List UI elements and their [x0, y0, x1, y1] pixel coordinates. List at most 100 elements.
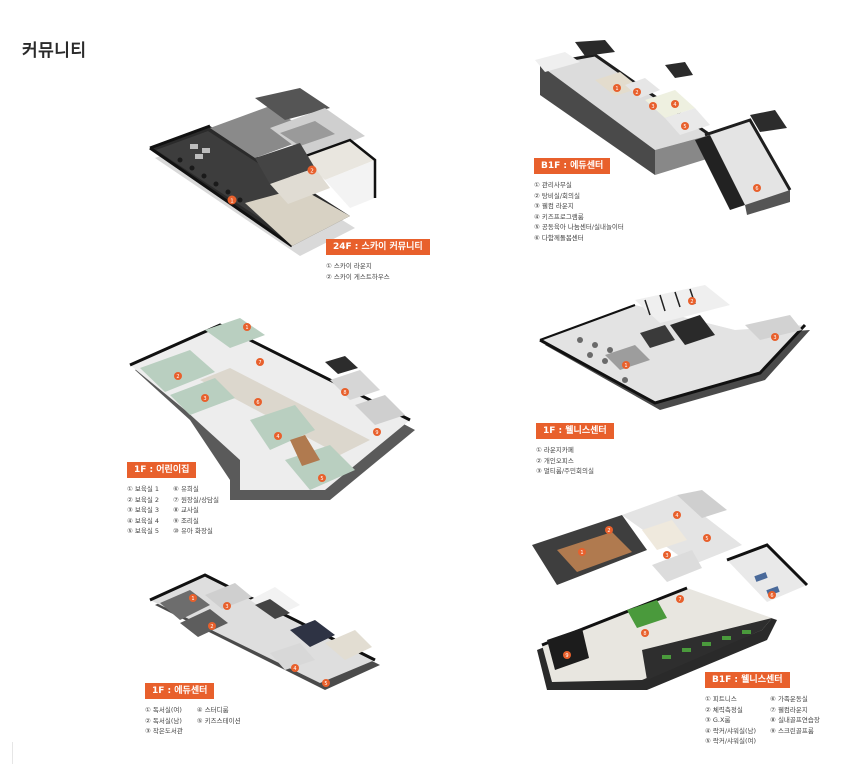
legend-b1f-edu-center: B1F : 에듀센터 ① 관리사무실 ② 탕비실/회의실 ③ 웰컴 라운지 ④ …	[534, 153, 624, 243]
room-marker	[189, 594, 197, 602]
room-marker-label: 6	[755, 186, 758, 192]
legend-item: ① 스카이 라운지	[326, 262, 372, 270]
room-marker-label: 4	[293, 666, 296, 672]
legend-1f-wellness-center: 1F : 웰니스센터 ① 라운지카페 ② 개인오피스 ③ 멀티룸/주민회의실	[536, 418, 614, 477]
room-marker-label: 1	[230, 199, 234, 205]
room-marker	[663, 551, 671, 559]
room-marker-label: 2	[310, 169, 314, 175]
legend-item: ⑦ 원장실/상담실	[173, 495, 220, 504]
legend-item: ⑥ 다함께돌봄센터	[534, 233, 584, 242]
room-marker	[671, 100, 679, 108]
room-marker-label: 3	[773, 335, 776, 341]
room-marker-label: 2	[690, 299, 693, 305]
room-marker	[622, 361, 630, 369]
floor-plan-24f-sky-community: 1 2	[149, 88, 385, 258]
room-marker-label: 6	[256, 400, 259, 406]
legend-item: ② 독서실(남)	[145, 716, 182, 725]
room-marker-label: 5	[683, 124, 686, 130]
room-marker-label: 9	[375, 430, 378, 436]
page-title: 커뮤니티	[22, 41, 87, 61]
legend-item: ③ 웰컴 라운지	[534, 202, 574, 210]
room-marker	[223, 602, 231, 610]
room-marker-label: 4	[673, 102, 676, 108]
floor-plan-1f-daycare: 1 2 3 4 5 6 7 8 9	[129, 310, 420, 510]
legend-item: ⑥ 가족운동실	[770, 695, 808, 703]
room-marker	[307, 165, 317, 175]
room-marker-label: 1	[624, 363, 627, 369]
room-marker-label: 2	[210, 624, 213, 630]
room-marker-label: 8	[343, 390, 346, 396]
legend-item: ⑨ 스크린골프룸	[770, 726, 814, 735]
floor-plan-1f-edu-drawing: 1 2 3 4 5	[149, 573, 380, 690]
room-marker	[641, 629, 649, 637]
floor-tag: 1F : 어린이집	[127, 462, 197, 478]
room-marker-label: 3	[665, 553, 668, 559]
room-marker	[227, 195, 237, 205]
room-marker	[373, 428, 381, 436]
room-marker	[318, 474, 326, 482]
room-marker-label: 3	[203, 396, 206, 402]
fitness-floor	[557, 532, 632, 572]
legend-1f-daycare: 1F : 어린이집 ① 보육실 1 ② 보육실 2 ③ 보육실 3 ④ 보육실 …	[127, 457, 219, 537]
legend-item: ② 개인오피스	[536, 456, 574, 465]
room-marker-label: 1	[615, 86, 618, 92]
room-marker-label: 6	[770, 593, 773, 599]
legend-item: ⑤ 키즈스테이션	[196, 716, 241, 725]
room-marker	[341, 388, 349, 396]
room-marker-label: 8	[643, 631, 646, 637]
room-marker	[703, 534, 711, 542]
floor-plan-1f-daycare-drawing: 1 2 3 4 5 6 7 8 9	[129, 318, 415, 500]
room-marker	[768, 591, 776, 599]
floor-tag: B1F : 웰니스센터	[705, 672, 790, 688]
room-marker	[681, 122, 689, 130]
room-marker	[201, 394, 209, 402]
room-marker	[274, 432, 282, 440]
room-marker-label: 9	[565, 653, 568, 659]
room-marker	[256, 358, 264, 366]
room-marker-label: 5	[705, 536, 708, 542]
legend-item: ⑨ 조리실	[173, 516, 199, 525]
room-marker	[605, 526, 613, 534]
room-marker-label: 2	[176, 374, 179, 380]
legend-item: ⑥ 유희실	[173, 485, 199, 493]
room-marker	[771, 333, 779, 341]
legend-item: ④ 보육실 4	[127, 516, 160, 525]
legend-item: ⑤ 보육실 5	[127, 527, 160, 535]
floor-plan-b1f-wellness-center: 1 2 3 4 5 6 7 8 9	[527, 490, 817, 695]
floor-plan-b1f-wellness-drawing: 1 2 3 4 5 6 7 8 9	[532, 490, 809, 690]
legend-item: ③ 멀티룸/주민회의실	[536, 467, 594, 475]
room-marker	[676, 595, 684, 603]
room-marker-label: 3	[225, 604, 228, 610]
room-marker-label: 1	[245, 325, 248, 331]
legend-item: ② 탕비실/회의실	[534, 191, 580, 200]
classroom-floor	[140, 350, 215, 392]
legend-item: ① 라운지카페	[536, 446, 574, 454]
floor-tag: 1F : 에듀센터	[145, 683, 215, 699]
legend-item: ⑧ 교사실	[173, 506, 199, 514]
room-marker	[688, 297, 696, 305]
legend-item: ④ 키즈프로그램룸	[534, 212, 584, 221]
legend-item: ① 관리사무실	[534, 181, 572, 189]
page-edge-divider	[12, 742, 13, 764]
legend-b1f-wellness-center: B1F : 웰니스센터 ① 피트니스 ② 체력측정실 ③ G.X룸 ④ 락커/샤…	[705, 667, 820, 747]
floor-plan-b1f-edu-center: 1 2 3 4 5 6	[535, 40, 795, 215]
room-marker-label: 2	[607, 528, 610, 534]
floor-plan-24f-drawing: 1 2	[149, 88, 377, 256]
legend-item: ② 스카이 게스트하우스	[326, 272, 390, 281]
room-marker-label: 5	[320, 476, 323, 482]
legend-item: ⑦ 웰컴라운지	[770, 705, 808, 714]
corridor-floor	[540, 55, 710, 150]
turf-area	[627, 600, 667, 628]
edu-floor	[150, 575, 375, 683]
room-marker	[753, 184, 761, 192]
legend-item: ④ 락커/샤워실(남)	[705, 726, 757, 735]
legend-item: ⑤ 공동육아 나눔센터/실내놀이터	[534, 223, 624, 231]
legend-item: ④ 스터디룸	[196, 706, 229, 714]
legend-24f-sky-community: 24F : 스카이 커뮤니티 ① 스카이 라운지 ② 스카이 게스트하우스	[326, 234, 430, 282]
legend-item: ③ G.X룸	[705, 716, 731, 724]
room-marker-label: 5	[324, 681, 327, 687]
room-marker-label: 1	[191, 596, 194, 602]
room-marker	[649, 102, 657, 110]
room-marker	[291, 664, 299, 672]
floor-plan-1f-wellness-center: 1 2 3	[539, 285, 815, 410]
